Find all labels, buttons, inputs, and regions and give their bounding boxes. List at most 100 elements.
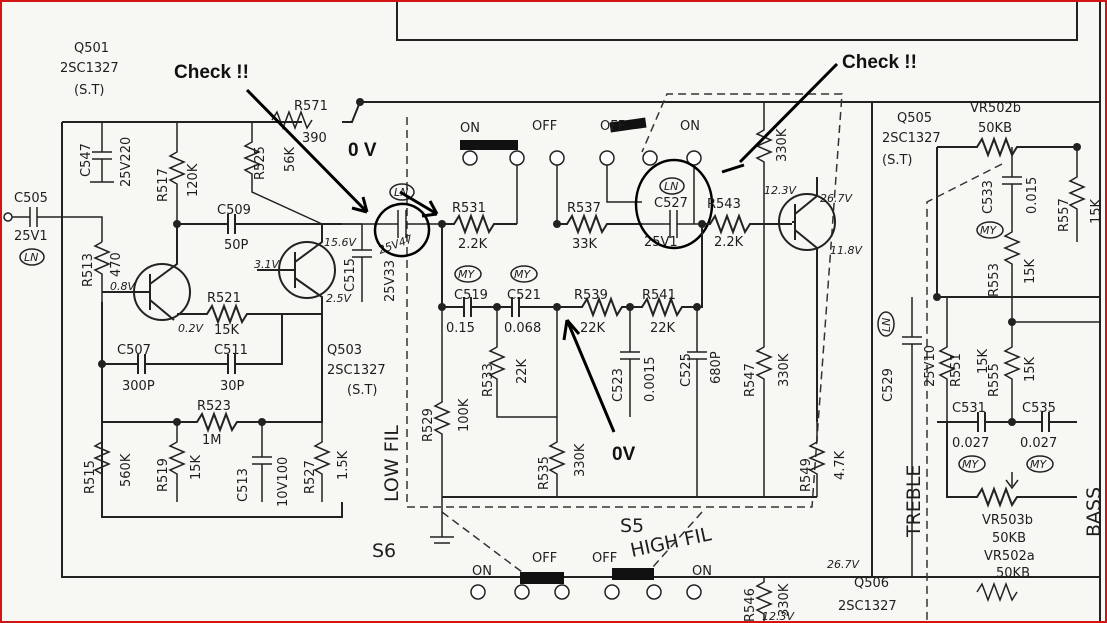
switch-terminal	[470, 584, 486, 600]
c509-label: C509	[217, 203, 251, 218]
bass-label: BASS	[1083, 487, 1105, 537]
ground-symbol	[430, 497, 454, 544]
c533-value: 0.015	[1025, 177, 1040, 214]
resistor-r525	[243, 122, 323, 225]
r543-value: 2.2K	[714, 235, 744, 250]
voltage-12-3: 12.3V	[764, 184, 797, 197]
ground-bus	[101, 502, 343, 518]
r546-value: 330K	[777, 583, 792, 617]
switch-terminal	[599, 150, 615, 166]
r537-label: R537	[567, 201, 601, 216]
q503-leads	[257, 224, 323, 315]
c507-label: C507	[117, 343, 151, 358]
c531-my: MY	[962, 458, 979, 471]
r531-label: R531	[452, 201, 486, 216]
q505-grade: (S.T)	[882, 153, 912, 168]
c511-value: 30P	[220, 379, 245, 394]
vr503b-label: VR503b	[982, 513, 1033, 528]
r513-value: 470	[109, 252, 124, 277]
c509-value: 50P	[224, 238, 249, 253]
r521-value: 15K	[214, 323, 240, 338]
r557-label: R557	[1057, 198, 1072, 232]
q506-ref: Q506	[854, 576, 889, 591]
capacitor-c513	[252, 422, 272, 502]
r555-label: R555	[987, 363, 1002, 397]
r515-value: 560K	[119, 453, 134, 487]
s6-label: S6	[372, 540, 396, 562]
r535-value: 330K	[573, 443, 588, 477]
switch-terminal	[642, 150, 658, 166]
c525-value: 680P	[709, 351, 724, 384]
r525-label: R525	[253, 146, 268, 180]
zero-v-annotation-top: 0 V	[348, 140, 377, 161]
r557-value: 15K	[1089, 198, 1104, 224]
q506-type: 2SC1327	[838, 599, 897, 614]
switch-on-3: ON	[472, 564, 492, 579]
r517-value: 120K	[186, 163, 201, 197]
c523-value: 0.0015	[643, 357, 658, 403]
tone-network-wires	[871, 102, 1100, 577]
c523-label: C523	[611, 368, 626, 402]
capacitor-c527	[642, 210, 702, 238]
vr502a-value: 50KB	[996, 566, 1030, 581]
r549-label: R549	[799, 458, 814, 492]
capacitor-c529	[902, 297, 922, 577]
capacitor-c517	[342, 210, 442, 238]
junction	[553, 220, 561, 228]
resistor-r537	[557, 213, 642, 235]
resistor-r546	[755, 577, 773, 621]
potentiometer-vr502a	[976, 581, 1018, 603]
c521-my: MY	[514, 268, 531, 281]
vr502b-value: 50KB	[978, 121, 1012, 136]
check-arrow-left	[245, 88, 369, 214]
switch-s6b-slider	[520, 572, 564, 584]
c517-value: 25V47	[377, 232, 415, 256]
r537-value: 33K	[572, 237, 598, 252]
resistors-r515-r519-r527	[93, 422, 331, 502]
resistor-r545	[755, 102, 773, 224]
switch-off-3: OFF	[532, 551, 557, 566]
lower-filter-components	[433, 224, 773, 497]
q506-collector-voltage: 26.7V	[827, 558, 860, 571]
r513-label: R513	[81, 253, 96, 287]
switch-terminal	[462, 150, 478, 166]
c519-label: C519	[454, 288, 488, 303]
q503-collector-voltage: 15.6V	[324, 236, 357, 249]
r531-value: 2.2K	[458, 237, 488, 252]
q501-leads	[102, 224, 178, 321]
c535-my-mark	[1026, 455, 1054, 473]
r551-value: 15K	[976, 348, 991, 374]
r517-label: R517	[156, 168, 171, 202]
r547-label: R547	[743, 363, 758, 397]
r549-value: 4.7K	[833, 450, 848, 480]
r529-value: 100K	[457, 398, 472, 432]
r527-value: 1.5K	[336, 450, 351, 480]
switch-on-2: ON	[680, 119, 700, 134]
voltage-26-7: 26.7V	[820, 192, 853, 205]
vr502a-label: VR502a	[984, 549, 1035, 564]
c535-value: 0.027	[1020, 436, 1057, 451]
switch-s5-slider	[609, 117, 647, 133]
c529-ln: LN	[880, 318, 893, 332]
switch-terminal	[604, 584, 620, 600]
junction	[933, 293, 941, 301]
q503-grade: (S.T)	[347, 383, 377, 398]
r541-label: R541	[642, 288, 676, 303]
potentiometer-vr503b	[946, 422, 1077, 508]
q505-type: 2SC1327	[882, 131, 941, 146]
c535-my: MY	[1030, 458, 1047, 471]
c529-ln-mark	[877, 311, 895, 337]
vr503b-value: 50KB	[992, 531, 1026, 546]
c525-label: C525	[679, 353, 694, 387]
switch-link-dash	[441, 511, 703, 573]
junction	[356, 98, 364, 106]
c519-my-mark	[454, 265, 482, 283]
switch-s6-s5-enclosure	[406, 93, 843, 508]
resistor-r571	[271, 109, 313, 131]
switch-terminal	[646, 584, 662, 600]
switch-off-1: OFF	[532, 119, 557, 134]
q505-driver-leads	[792, 177, 818, 422]
treble-label: TREBLE	[903, 465, 925, 538]
switch-s5b-slider	[612, 568, 654, 580]
vr502-link-dash	[926, 163, 1003, 621]
